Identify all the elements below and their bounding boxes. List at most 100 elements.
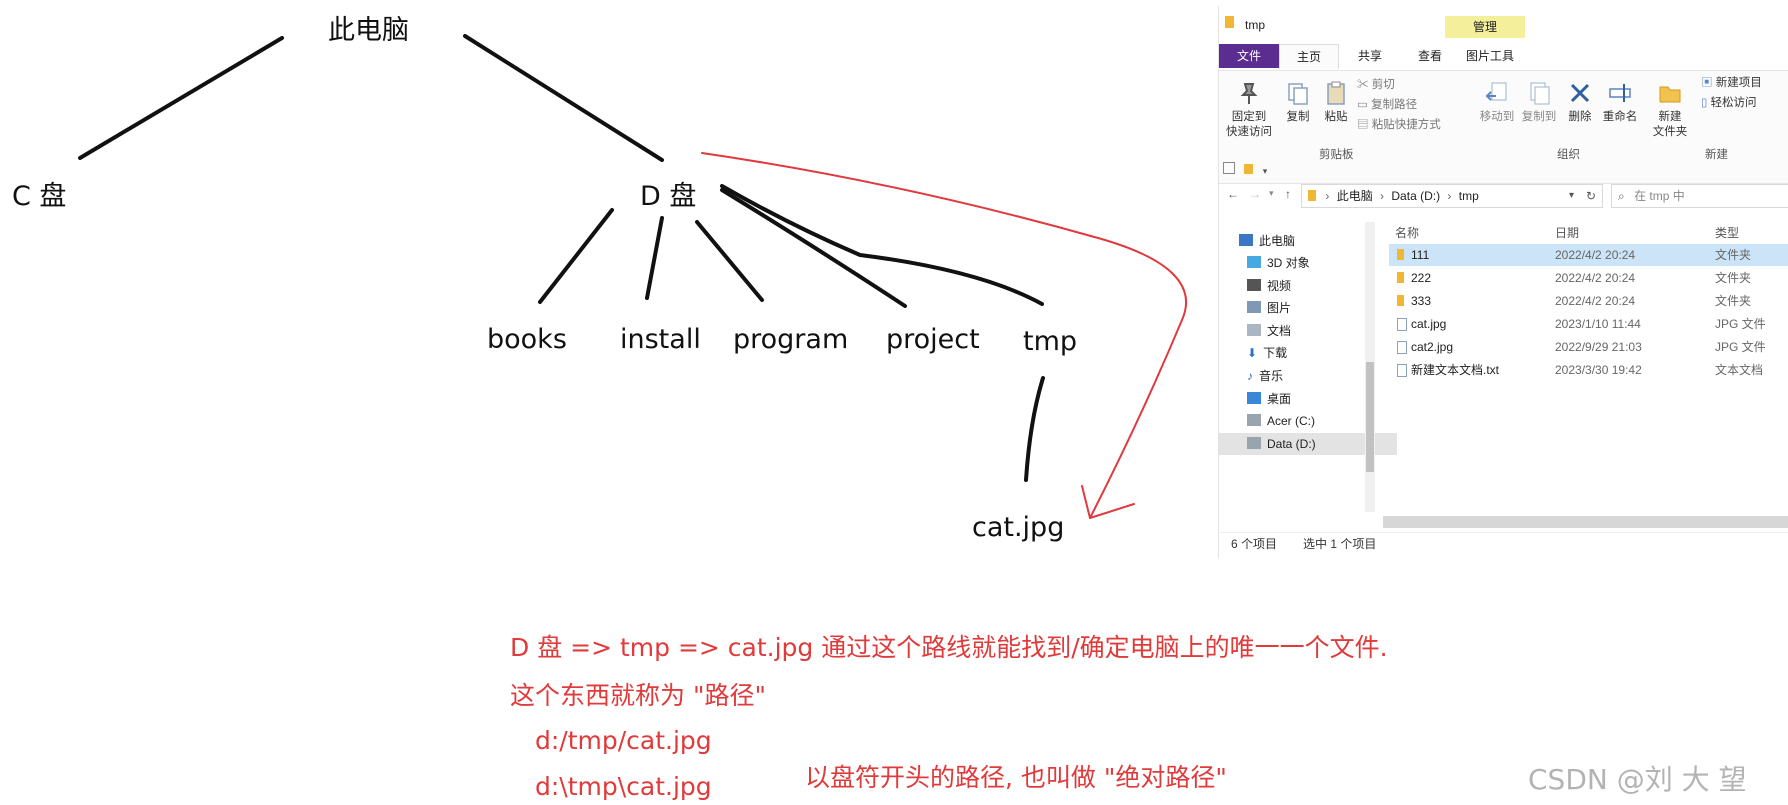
tab-file-label: 文件	[1236, 49, 1261, 63]
search-icon: ⌕	[1618, 189, 1625, 203]
image-file-icon	[1397, 318, 1407, 331]
red-arrow-path	[701, 152, 1187, 519]
tree-folder-books: books	[487, 324, 567, 355]
new-item-button[interactable]: ▣ 新建项目	[1701, 74, 1762, 90]
nav-documents[interactable]: 文档	[1247, 320, 1291, 342]
copy-path-button[interactable]: ▭ 复制路径	[1357, 96, 1417, 112]
nav-downloads[interactable]: ⬇下载	[1247, 342, 1287, 364]
tab-file[interactable]: 文件	[1219, 44, 1279, 68]
edge-d-project	[720, 188, 907, 308]
cut-button[interactable]: ✂ 剪切	[1357, 76, 1395, 92]
column-header-type[interactable]: 类型	[1715, 226, 1740, 240]
column-header-date[interactable]: 日期	[1555, 226, 1580, 240]
tree-folder-project: project	[886, 324, 980, 355]
tree-file-cat: cat.jpg	[972, 512, 1065, 543]
column-header-name[interactable]: 名称	[1395, 226, 1420, 240]
tab-home[interactable]: 主页	[1279, 44, 1339, 69]
search-placeholder: 在 tmp 中	[1634, 189, 1685, 203]
horizontal-scrollbar[interactable]	[1383, 516, 1788, 528]
tab-picture-tools[interactable]: 图片工具	[1449, 44, 1531, 68]
tab-share[interactable]: 共享	[1341, 44, 1399, 68]
breadcrumb[interactable]: › 此电脑 › Data (D:) › tmp ▾ ↻	[1301, 184, 1603, 208]
edge-d-program	[695, 220, 764, 302]
nav-pictures[interactable]: 图片	[1247, 297, 1291, 319]
nav-scrollbar[interactable]	[1365, 222, 1375, 512]
nav-desktop[interactable]: 桌面	[1247, 388, 1291, 410]
group-new-label: 新建	[1705, 149, 1728, 161]
file-name: 新建文本文档.txt	[1411, 363, 1500, 377]
file-date: 2023/3/30 19:42	[1555, 363, 1642, 377]
manage-tab[interactable]: 管理	[1445, 16, 1525, 38]
address-bar-row: ← → ▾ ↑ › 此电脑 › Data (D:) › tmp ▾ ↻ ⌕ 在 …	[1219, 182, 1788, 210]
file-name: 333	[1411, 294, 1432, 308]
copy-to-button[interactable]: 复制到	[1519, 80, 1559, 125]
search-box[interactable]: ⌕ 在 tmp 中	[1611, 184, 1788, 208]
breadcrumb-drive[interactable]: Data (D:)	[1391, 189, 1441, 203]
paste-shortcut-icon: ▤	[1357, 119, 1369, 131]
title-bar: tmp	[1219, 6, 1788, 38]
drive-icon	[1247, 414, 1261, 426]
file-type: 文件夹	[1715, 271, 1752, 285]
chevron-right-icon: ›	[1447, 189, 1452, 203]
up-icon[interactable]: ↑	[1285, 187, 1291, 201]
tree-drive-d-label: D 盘	[640, 181, 697, 212]
rename-button[interactable]: 重命名	[1599, 80, 1641, 125]
chevron-right-icon: ›	[1380, 189, 1385, 203]
paste-icon	[1327, 81, 1345, 105]
paste-shortcut-button[interactable]: ▤ 粘贴快捷方式	[1357, 116, 1441, 132]
paste-button[interactable]: 粘贴	[1319, 80, 1353, 125]
nav-this-pc[interactable]: 此电脑	[1239, 230, 1295, 252]
back-icon[interactable]: ←	[1227, 187, 1239, 201]
pin-quick-access-button[interactable]: 固定到 快速访问	[1223, 80, 1275, 140]
annotation-line2: 这个东西就称为 "路径"	[510, 681, 766, 710]
file-date: 2022/4/2 20:24	[1555, 294, 1636, 308]
nav-videos[interactable]: 视频	[1247, 275, 1291, 297]
copy-label: 复制	[1286, 111, 1310, 123]
easy-access-button[interactable]: ▯ 轻松访问	[1701, 94, 1757, 110]
paste-shortcut-label: 粘贴快捷方式	[1371, 119, 1441, 131]
red-arrow-head	[1081, 485, 1135, 519]
nav-scrollbar-thumb[interactable]	[1366, 362, 1374, 472]
tree-folder-program: program	[733, 324, 849, 355]
tab-home-label: 主页	[1296, 50, 1321, 64]
address-dropdown-icon[interactable]: ▾	[1568, 190, 1574, 201]
nav-drive-c[interactable]: Acer (C:)	[1247, 410, 1315, 432]
dropdown-icon[interactable]: ▾	[1262, 166, 1268, 176]
copy-button[interactable]: 复制	[1281, 80, 1315, 125]
nav-label: 桌面	[1267, 392, 1292, 406]
new-folder-label: 新建 文件夹	[1652, 111, 1688, 138]
nav-drive-d[interactable]: Data (D:)	[1219, 433, 1397, 455]
group-organize-label: 组织	[1557, 149, 1580, 161]
new-folder-button[interactable]: 新建 文件夹	[1649, 80, 1691, 140]
edge-d-tmp	[720, 184, 1044, 306]
move-to-button[interactable]: 移动到	[1477, 80, 1517, 125]
delete-button[interactable]: 删除	[1563, 80, 1597, 125]
easy-access-label: 轻松访问	[1710, 97, 1757, 109]
file-explorer-window: tmp 管理 文件 主页 共享 查看 图片工具 固定到 快速访问 复制 粘贴 ✂…	[1218, 6, 1788, 558]
nav-label: 音乐	[1259, 369, 1284, 383]
tree-folder-tmp: tmp	[1023, 326, 1078, 357]
folder-icon	[1397, 272, 1404, 283]
nav-music[interactable]: ♪音乐	[1247, 365, 1283, 387]
tab-view[interactable]: 查看	[1401, 44, 1459, 68]
folder-icon	[1397, 249, 1404, 260]
manage-tab-label: 管理	[1472, 20, 1497, 34]
navigation-pane: 此电脑 3D 对象 视频 图片 文档 ⬇下载 ♪音乐 桌面 Acer (C:) …	[1219, 222, 1397, 532]
recent-dropdown-icon[interactable]: ▾	[1269, 188, 1274, 198]
refresh-icon[interactable]: ↻	[1585, 189, 1596, 203]
tab-picture-tools-label: 图片工具	[1465, 49, 1514, 63]
breadcrumb-tmp[interactable]: tmp	[1458, 189, 1479, 203]
annotation-line1: D 盘 => tmp => cat.jpg 通过这个路线就能找到/确定电脑上的唯…	[510, 633, 1388, 662]
nav-3d-objects[interactable]: 3D 对象	[1247, 252, 1310, 274]
checkbox-icon[interactable]	[1223, 162, 1235, 174]
breadcrumb-pc[interactable]: 此电脑	[1336, 189, 1373, 203]
forward-icon[interactable]: →	[1249, 187, 1261, 201]
tab-share-label: 共享	[1357, 49, 1382, 63]
